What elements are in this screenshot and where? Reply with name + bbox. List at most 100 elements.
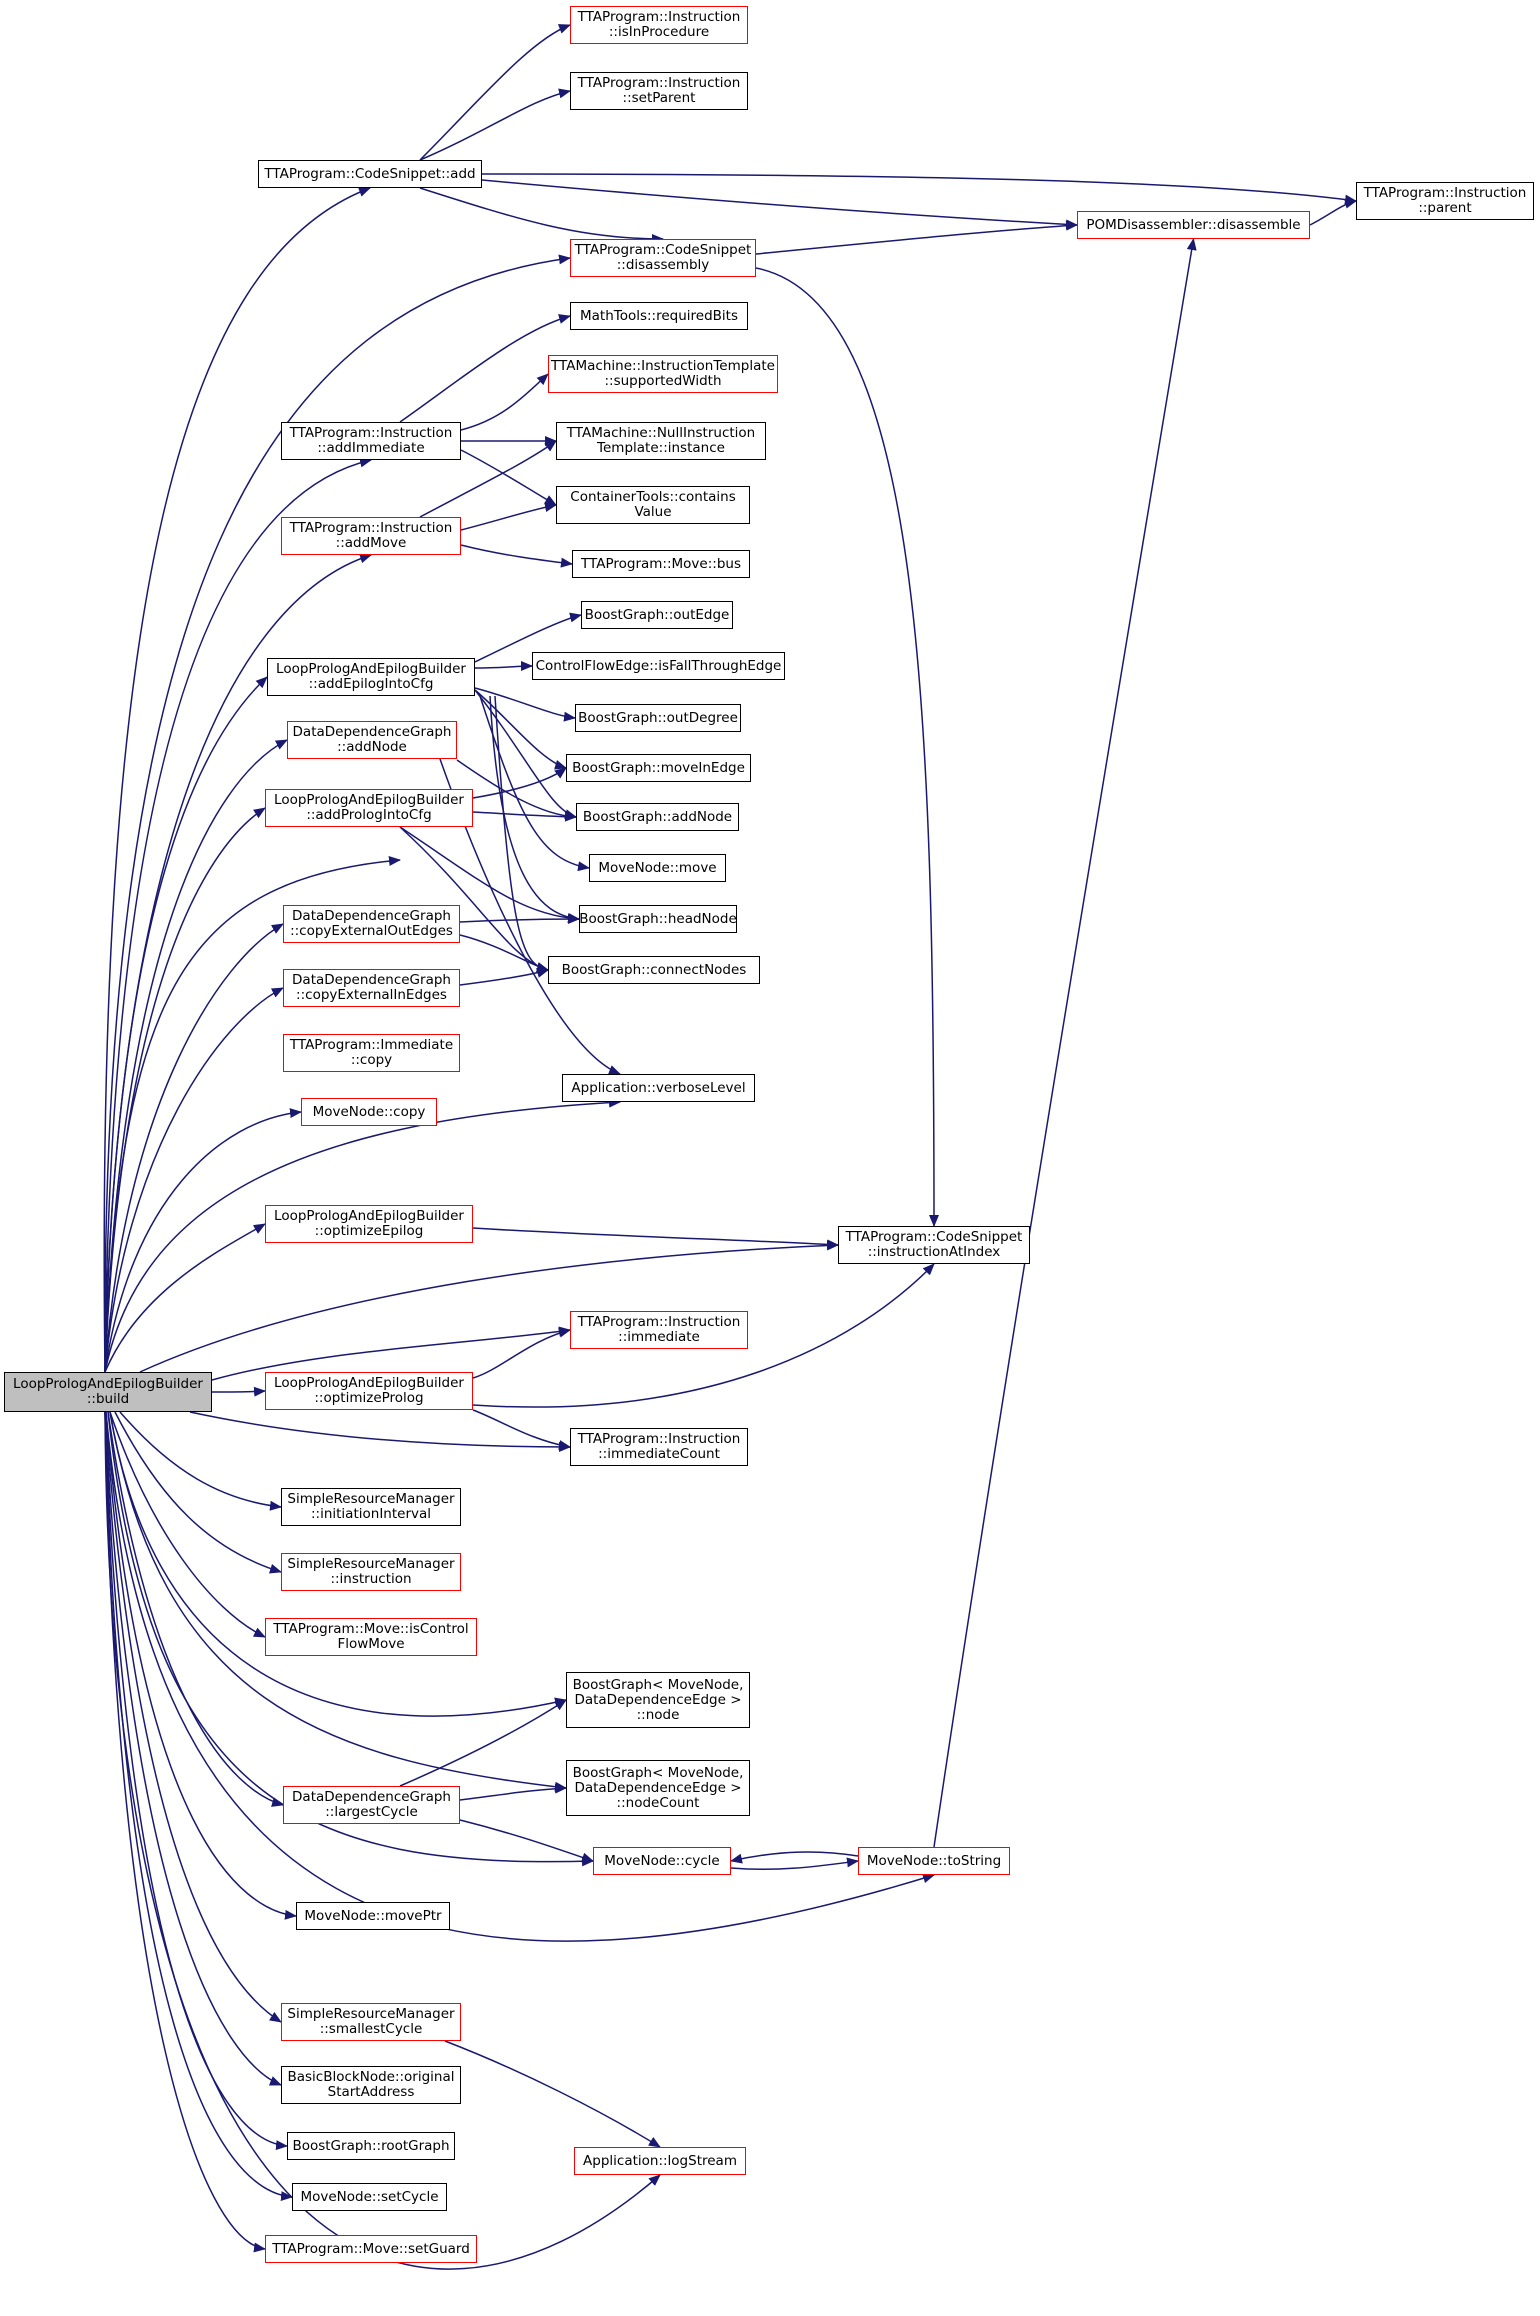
edge-root-to-immed [211, 1326, 571, 1381]
edge-addepi-to-oute [474, 612, 582, 663]
node-setpar[interactable]: TTAProgram::Instruction::setParent [570, 72, 748, 110]
edge-csadd-to-setpar [419, 88, 571, 161]
node-label-line: ::instructionAtIndex [867, 1244, 1001, 1260]
node-label-line: TTAProgram::Move::isControl [273, 1621, 469, 1637]
node-verb[interactable]: Application::verboseLevel [562, 1074, 755, 1102]
node-label-line: DataDependenceEdge > [574, 1691, 742, 1708]
node-label-line: TTAProgram::Instruction [577, 9, 741, 25]
node-mvptr[interactable]: MoveNode::movePtr [296, 1902, 450, 1930]
node-optepi[interactable]: LoopPrologAndEpilogBuilder::optimizeEpil… [265, 1205, 473, 1243]
node-addpro[interactable]: LoopPrologAndEpilogBuilder::addPrologInt… [265, 789, 473, 827]
node-label-line: ::disassembly [616, 257, 710, 273]
node-srmins[interactable]: SimpleResourceManager::instruction [281, 1553, 461, 1591]
edge-addpro-to-headn [399, 826, 580, 924]
node-label-line: LoopPrologAndEpilogBuilder [276, 661, 466, 677]
node-label-line: POMDisassembler::disassemble [1086, 216, 1301, 233]
node-cpout[interactable]: DataDependenceGraph::copyExternalOutEdge… [283, 905, 460, 943]
node-bus[interactable]: TTAProgram::Move::bus [572, 550, 750, 578]
edge-addpro-to-movein [472, 767, 567, 799]
node-immcnt[interactable]: TTAProgram::Instruction::immediateCount [570, 1428, 748, 1466]
edge-largc-to-mncyc [459, 1819, 594, 1863]
node-label-line: DataDependenceGraph [292, 908, 451, 924]
node-optpro[interactable]: LoopPrologAndEpilogBuilder::optimizeProl… [265, 1372, 473, 1410]
node-outdeg[interactable]: BoostGraph::outDegree [575, 704, 741, 732]
node-label-line: SimpleResourceManager [287, 1491, 455, 1507]
edge-addepi-to-outdeg [474, 687, 576, 722]
node-bgadd[interactable]: BoostGraph::addNode [576, 803, 739, 831]
node-immed[interactable]: TTAProgram::Instruction::immediate [570, 1311, 748, 1349]
node-srmii[interactable]: SimpleResourceManager::initiationInterva… [281, 1488, 461, 1526]
edge-root-to-optpro [211, 1386, 266, 1397]
node-supw[interactable]: TTAMachine::InstructionTemplate::support… [548, 355, 778, 393]
edge-root-to-ddgadd [104, 739, 288, 1373]
node-connn[interactable]: BoostGraph::connectNodes [548, 956, 760, 984]
node-label-line: Template::instance [597, 440, 725, 456]
edge-root-to-mncyc [107, 1411, 594, 1867]
node-label-line: DataDependenceGraph [292, 724, 452, 740]
node-label-line: ::immediateCount [598, 1446, 720, 1462]
node-bgnode[interactable]: BoostGraph< MoveNode,DataDependenceEdge … [566, 1672, 750, 1728]
node-bgcnt[interactable]: BoostGraph< MoveNode,DataDependenceEdge … [566, 1760, 750, 1816]
node-insat[interactable]: TTAProgram::CodeSnippet::instructionAtIn… [838, 1226, 1030, 1264]
node-mnmove[interactable]: MoveNode::move [589, 854, 726, 882]
node-label-line: ::optimizeEpilog [314, 1223, 424, 1239]
node-headn[interactable]: BoostGraph::headNode [579, 905, 737, 933]
edge-optpro-to-insat [472, 1263, 935, 1408]
node-largc[interactable]: DataDependenceGraph::largestCycle [283, 1786, 460, 1824]
node-isinp[interactable]: TTAProgram::Instruction::isInProcedure [570, 6, 748, 44]
node-oute[interactable]: BoostGraph::outEdge [581, 601, 733, 629]
edge-addepi-to-isfall [474, 661, 533, 672]
node-mncopy[interactable]: MoveNode::copy [301, 1098, 437, 1126]
node-label-line: DataDependenceGraph [292, 972, 451, 988]
node-ddgadd[interactable]: DataDependenceGraph::addNode [287, 721, 457, 759]
node-reqb[interactable]: MathTools::requiredBits [570, 302, 748, 330]
edge-root-to-setcyc [104, 1411, 293, 2202]
node-label-line: ::isInProcedure [608, 24, 710, 40]
node-label-line: TTAProgram::Move::setGuard [272, 2240, 470, 2257]
edge-addmv-to-contv [460, 502, 557, 531]
node-label-line: ::nodeCount [616, 1794, 700, 1811]
edge-largc-to-bgnode [399, 1699, 567, 1787]
node-label-line: ::node [636, 1706, 680, 1723]
node-label-line: MoveNode::setCycle [300, 2188, 439, 2205]
edge-root-to-srmins [114, 1411, 282, 1574]
node-immcp[interactable]: TTAProgram::Immediate::copy [283, 1034, 460, 1072]
node-tostr[interactable]: MoveNode::toString [858, 1847, 1010, 1875]
node-isfall[interactable]: ControlFlowEdge::isFallThroughEdge [532, 652, 785, 680]
edge-root-to-csadd [103, 187, 371, 1373]
node-root[interactable]: LoopPrologAndEpilogBuilder::build [4, 1372, 212, 1412]
node-label-line: ::initiationInterval [310, 1506, 432, 1522]
node-setgd[interactable]: TTAProgram::Move::setGuard [265, 2235, 477, 2263]
node-label-line: TTAProgram::Immediate [289, 1037, 454, 1053]
node-label-line: TTAProgram::Instruction [289, 520, 453, 536]
node-csadd[interactable]: TTAProgram::CodeSnippet::add [258, 160, 482, 188]
node-movein[interactable]: BoostGraph::moveInEdge [566, 754, 751, 782]
node-label-line: ::addEpilogIntoCfg [308, 676, 434, 692]
edge-root-to-optepi [104, 1223, 266, 1373]
node-parent[interactable]: TTAProgram::Instruction::parent [1356, 182, 1534, 220]
node-cpin[interactable]: DataDependenceGraph::copyExternalInEdges [283, 969, 460, 1007]
node-mncyc[interactable]: MoveNode::cycle [593, 1847, 731, 1875]
node-logst[interactable]: Application::logStream [574, 2147, 746, 2175]
node-addmv[interactable]: TTAProgram::Instruction::addMove [281, 517, 461, 555]
node-label-line: ::copyExternalInEdges [296, 987, 447, 1003]
node-setcyc[interactable]: MoveNode::setCycle [292, 2183, 447, 2211]
node-label-line: Application::verboseLevel [571, 1079, 746, 1096]
node-srmsc[interactable]: SimpleResourceManager::smallestCycle [281, 2003, 461, 2041]
node-label-line: BoostGraph::rootGraph [292, 2137, 450, 2154]
node-label-line: ::immediate [618, 1329, 700, 1345]
node-label-line: FlowMove [337, 1636, 405, 1652]
node-pomdis[interactable]: POMDisassembler::disassemble [1077, 211, 1310, 239]
edge-csadd-to-csdis [419, 187, 664, 244]
node-addimm[interactable]: TTAProgram::Instruction::addImmediate [281, 422, 461, 460]
node-label-line: ::addMove [335, 535, 407, 551]
node-addepi[interactable]: LoopPrologAndEpilogBuilder::addEpilogInt… [267, 658, 475, 696]
edge-csadd-to-pomdis [481, 179, 1078, 230]
node-rootg[interactable]: BoostGraph::rootGraph [287, 2132, 455, 2160]
node-csdis[interactable]: TTAProgram::CodeSnippet::disassembly [570, 239, 756, 277]
edge-root-to-mnmove [104, 856, 401, 1373]
